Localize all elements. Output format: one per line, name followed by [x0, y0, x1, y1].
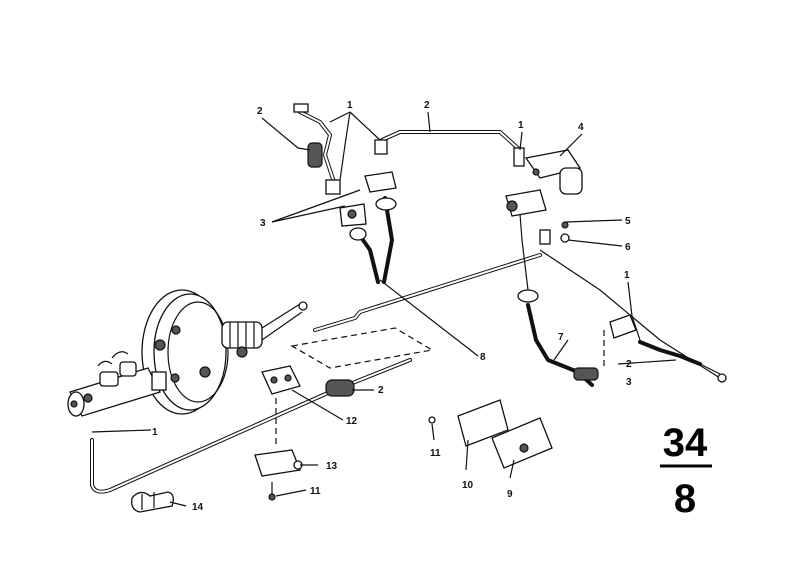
- master-cylinder: [67, 351, 167, 417]
- front-hoses: [349, 196, 397, 284]
- callout-2-right: 2: [626, 359, 632, 370]
- callout-14: 14: [192, 502, 204, 513]
- dashed-outline: [290, 327, 434, 369]
- clips-lower-right: [428, 399, 553, 469]
- callout-labels: 1 2 2 1 4 3 5 6 1 7 2 3 8 2 12 1 13 11 1…: [152, 100, 632, 513]
- brake-booster: [141, 289, 308, 415]
- callout-3-left: 3: [260, 218, 266, 229]
- leader-lines: [91, 111, 677, 507]
- callout-2-topmid: 2: [424, 100, 430, 111]
- callout-4: 4: [578, 122, 584, 133]
- brake-distributor: [505, 147, 583, 243]
- rear-hose: [517, 213, 599, 387]
- callout-10: 10: [462, 480, 474, 491]
- callout-13: 13: [326, 461, 338, 472]
- callout-6: 6: [625, 242, 631, 253]
- top-left-fittings: [293, 103, 397, 227]
- callout-12: 12: [346, 416, 358, 427]
- callout-5: 5: [625, 216, 631, 227]
- group-number: 34 8: [660, 421, 712, 521]
- callout-9: 9: [507, 489, 513, 500]
- hose-clip: [131, 491, 174, 513]
- callout-1-left: 1: [152, 427, 158, 438]
- callout-8: 8: [480, 352, 486, 363]
- callout-1-topright: 1: [518, 120, 524, 131]
- callout-2-topleft: 2: [257, 106, 263, 117]
- callout-7: 7: [558, 332, 564, 343]
- callout-1-top: 1: [347, 100, 353, 111]
- middle-small-parts: [254, 365, 355, 501]
- callout-11-bottom: 11: [310, 486, 321, 497]
- callout-2-mid: 2: [378, 385, 384, 396]
- callout-3-right: 3: [626, 377, 632, 388]
- callout-11-mid: 11: [430, 448, 441, 459]
- group-number-bottom: 8: [674, 477, 696, 521]
- callout-1-right: 1: [624, 270, 630, 281]
- right-bracket-and-hose: [603, 314, 727, 383]
- group-number-top: 34: [663, 421, 708, 465]
- brake-lines: [90, 110, 721, 494]
